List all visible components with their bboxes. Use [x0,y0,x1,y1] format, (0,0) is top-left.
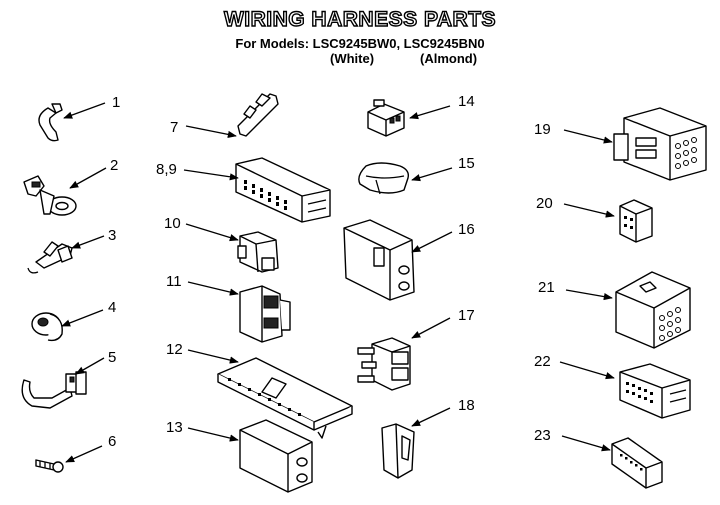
part-23 [611,437,663,489]
part-18 [381,423,415,479]
leader-3 [71,235,105,249]
part-14 [367,99,405,137]
callout-7: 7 [170,119,178,136]
part-12 [217,357,353,439]
callout-6: 6 [108,433,116,450]
part-22 [619,363,691,419]
callout-3: 3 [108,227,116,244]
leader-17 [411,317,451,339]
callout-16: 16 [458,221,475,238]
leader-22 [559,361,615,380]
leader-13 [187,427,239,442]
callout-18: 18 [458,397,475,414]
part-5 [21,371,87,409]
leader-23 [561,435,611,452]
leader-19 [563,129,613,144]
diagram-title: WIRING HARNESS PARTS [223,7,497,31]
part-15 [358,162,410,195]
part-17 [357,337,411,391]
leader-4 [61,309,104,327]
callout-5: 5 [108,349,116,366]
callout-12: 12 [166,341,183,358]
callout-8-9: 8,9 [156,161,177,178]
callout-20: 20 [536,195,553,212]
part-20 [619,199,653,243]
leader-7 [185,125,237,138]
part-4 [31,312,63,342]
callout-4: 4 [108,299,116,316]
leader-12 [187,349,239,364]
variant-almond-label: (Almond) [420,51,478,66]
leader-11 [187,281,239,296]
callout-15: 15 [458,155,475,172]
leader-21 [565,289,613,301]
leader-2 [69,167,107,189]
leader-1 [63,102,106,119]
leader-15 [411,167,453,182]
part-3 [27,241,73,274]
callout-17: 17 [458,307,475,324]
part-2 [23,175,77,216]
part-11 [239,285,291,343]
part-6 [35,459,64,473]
callout-19: 19 [534,121,551,138]
callout-2: 2 [110,157,118,174]
variant-white-label: (White) [330,51,375,66]
part-19 [613,107,707,181]
callout-14: 14 [458,93,475,110]
part-16 [343,219,415,301]
callout-13: 13 [166,419,183,436]
leader-16 [411,231,453,253]
callout-21: 21 [538,279,555,296]
part-13 [239,419,313,493]
part-10 [237,231,279,273]
callout-23: 23 [534,427,551,444]
callout-11: 11 [166,273,182,290]
leader-5 [75,357,105,375]
models-line: For Models: LSC9245BW0, LSC9245BN0 [235,36,485,51]
part-1 [38,103,63,142]
callout-22: 22 [534,353,551,370]
leader-8-9 [183,169,239,181]
leader-14 [409,105,451,120]
callout-10: 10 [164,215,181,232]
part-8-9 [235,157,331,223]
leader-20 [563,203,615,218]
leader-18 [411,407,451,427]
leader-6 [65,445,103,463]
callout-1: 1 [112,94,120,111]
leader-10 [185,223,239,242]
part-7 [237,93,279,137]
part-21 [615,271,691,349]
